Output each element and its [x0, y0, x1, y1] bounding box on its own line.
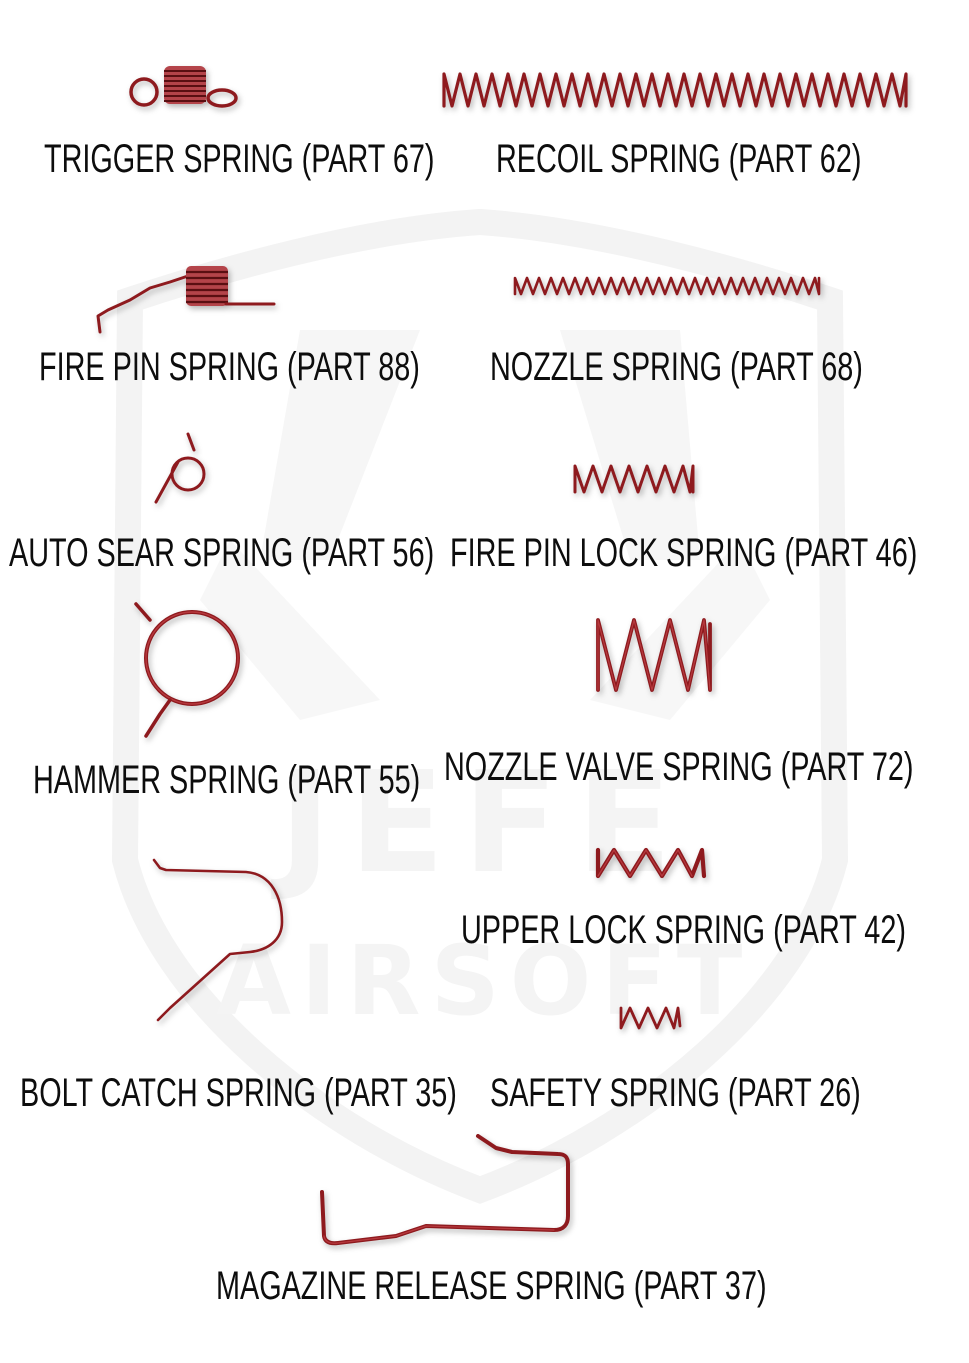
part-label: NOZZLE SPRING (PART 68)	[490, 345, 863, 389]
recoil-spring-icon	[442, 72, 908, 108]
nozzle-valve-spring-icon	[596, 618, 712, 692]
part-label: TRIGGER SPRING (PART 67)	[44, 137, 435, 181]
bolt-catch-spring-icon	[152, 858, 284, 1022]
fire-pin-spring-icon	[96, 266, 276, 334]
auto-sear-spring-icon	[154, 432, 206, 504]
part-label: NOZZLE VALVE SPRING (PART 72)	[444, 745, 914, 789]
safety-spring-icon	[619, 1006, 682, 1030]
part-label: AUTO SEAR SPRING (PART 56)	[9, 531, 435, 575]
part-label: UPPER LOCK SPRING (PART 42)	[461, 908, 906, 952]
fire-pin-lock-spring-icon	[573, 464, 695, 494]
upper-lock-spring-icon	[595, 847, 707, 879]
trigger-spring-icon	[129, 66, 238, 108]
part-label: HAMMER SPRING (PART 55)	[33, 758, 421, 802]
part-label: BOLT CATCH SPRING (PART 35)	[20, 1071, 457, 1115]
part-label: MAGAZINE RELEASE SPRING (PART 37)	[216, 1264, 767, 1308]
magazine-release-spring-icon	[320, 1134, 570, 1246]
part-label: SAFETY SPRING (PART 26)	[490, 1071, 861, 1115]
part-label: FIRE PIN SPRING (PART 88)	[39, 345, 420, 389]
nozzle-spring-icon	[513, 276, 821, 296]
part-label: FIRE PIN LOCK SPRING (PART 46)	[450, 531, 918, 575]
part-label: RECOIL SPRING (PART 62)	[496, 137, 862, 181]
hammer-spring-icon	[134, 602, 240, 738]
